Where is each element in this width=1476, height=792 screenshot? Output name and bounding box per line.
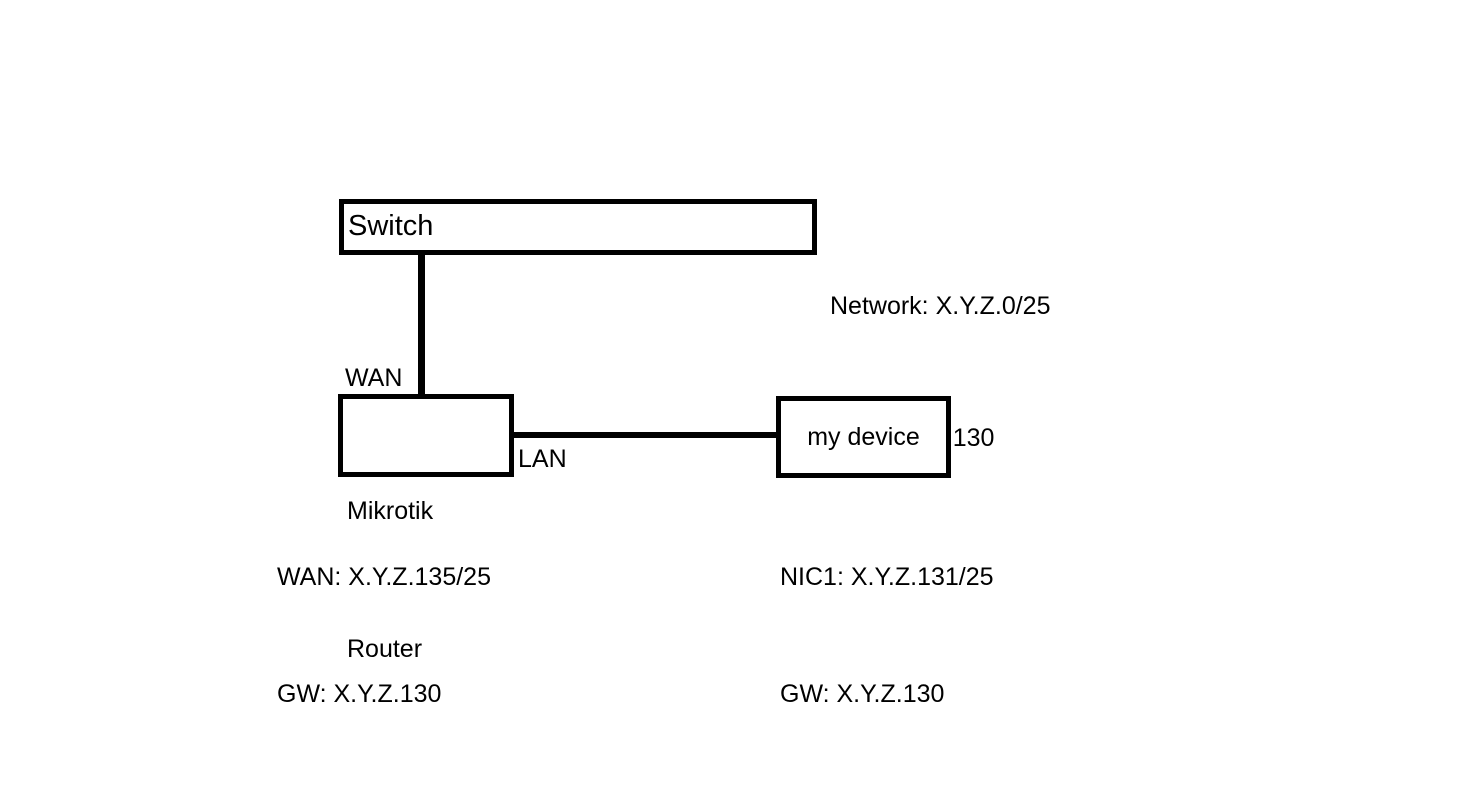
device-node-label: my device bbox=[807, 423, 920, 451]
router-node-label-line2: Router bbox=[347, 635, 423, 663]
router-node-label-line1: Mikrotik bbox=[347, 497, 434, 525]
switch-annotation-network: Network: X.Y.Z.0/25 bbox=[830, 292, 1051, 320]
device-node[interactable] bbox=[776, 396, 951, 478]
lan-link-line bbox=[510, 432, 780, 438]
router-annotation-wan: WAN: X.Y.Z.135/25 bbox=[277, 563, 491, 591]
network-diagram-canvas: Switch Network: X.Y.Z.0/25 GW: X.Y.Z.130… bbox=[277, 199, 1051, 708]
wan-port-label: WAN bbox=[345, 364, 403, 392]
device-annotation: NIC1: X.Y.Z.131/25 GW: X.Y.Z.130 bbox=[780, 480, 994, 792]
router-node[interactable] bbox=[338, 394, 514, 477]
router-node-label: Mikrotik Router bbox=[347, 396, 433, 764]
device-annotation-nic1: NIC1: X.Y.Z.131/25 bbox=[780, 563, 994, 591]
router-annotation-gateway: GW: X.Y.Z.130 bbox=[277, 680, 442, 708]
switch-node-label: Switch bbox=[348, 210, 434, 242]
router-annotation: WAN: X.Y.Z.135/25 GW: X.Y.Z.130 bbox=[277, 480, 491, 792]
wan-link-line bbox=[418, 250, 425, 398]
lan-port-label: LAN bbox=[518, 445, 567, 473]
device-annotation-gateway: GW: X.Y.Z.130 bbox=[780, 680, 945, 708]
switch-node[interactable] bbox=[339, 199, 817, 255]
